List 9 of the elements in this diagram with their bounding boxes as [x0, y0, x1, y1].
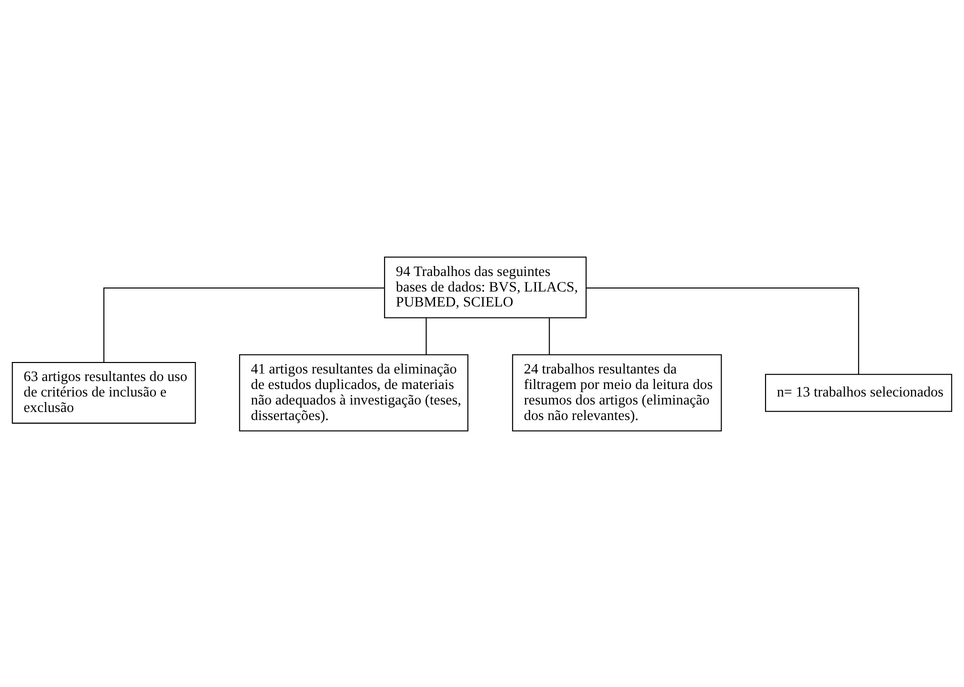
node-box: 41 artigos resultantes da eliminação de estudos duplicados, de materiais não adequados à investigação (teses, dissertações). — [239, 354, 468, 431]
node-box: 24 trabalhos resultantes da filtragem por meio da leitura dos resumos dos artigos (eliminação dos não relevantes). — [512, 354, 722, 431]
connector — [586, 286, 860, 374]
connector — [426, 317, 427, 354]
connector — [548, 317, 550, 354]
node-box: 63 artigos resultantes do uso de critérios de inclusão e exclusão — [12, 362, 196, 424]
node-box: 94 Trabalhos das seguintes bases de dados: BVS, LILACS, PUBMED, SCIELO — [384, 256, 587, 318]
connector — [103, 286, 384, 362]
node-box: n= 13 trabalhos selecionados — [765, 373, 952, 412]
